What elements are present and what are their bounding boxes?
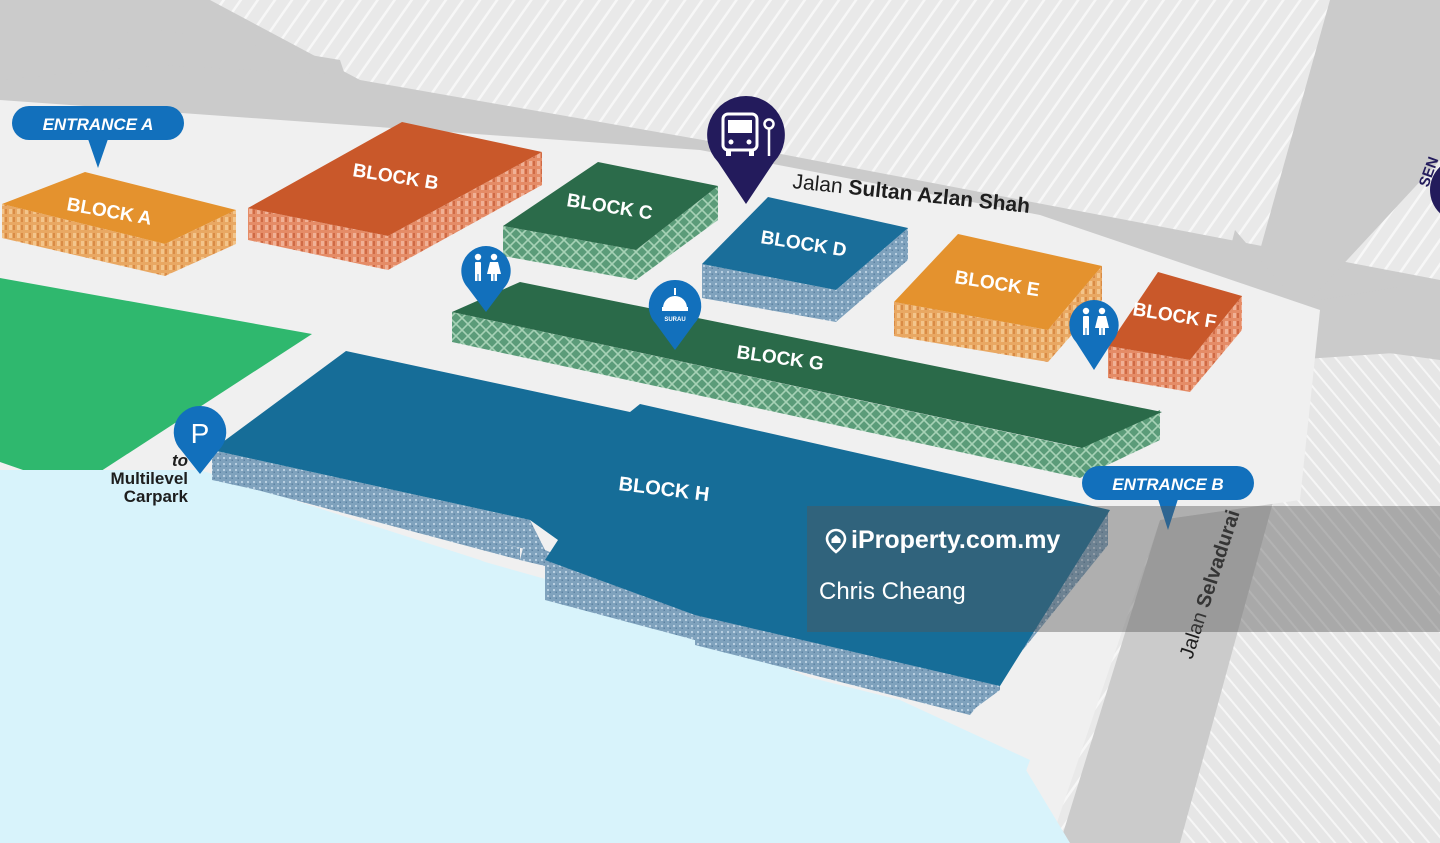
bus-stop-marker[interactable] xyxy=(707,96,785,204)
restroom-marker-west[interactable] xyxy=(461,246,511,312)
restroom-icon xyxy=(1082,307,1109,335)
edge-marker xyxy=(1430,166,1440,214)
road-label-prefix: Jalan xyxy=(791,170,843,198)
river-bank xyxy=(0,470,1030,843)
entrance-b-label: ENTRANCE B xyxy=(1112,475,1223,494)
carpark-line-2: Carpark xyxy=(124,487,189,506)
carpark-line-1: Multilevel xyxy=(111,469,188,488)
watermark-brand: iProperty.com.my xyxy=(825,526,1060,555)
watermark-brand-text: iProperty.com.my xyxy=(851,526,1061,554)
surau-label: SURAU xyxy=(664,317,685,323)
road-north-branch xyxy=(0,30,345,80)
block-a[interactable] xyxy=(2,172,236,276)
block-d[interactable] xyxy=(702,197,908,322)
land-texture-east xyxy=(1160,340,1440,843)
watermark-agent: Chris Cheang xyxy=(819,578,966,605)
block-b[interactable] xyxy=(248,122,542,270)
block-h[interactable] xyxy=(212,351,1110,715)
block-c[interactable] xyxy=(503,162,718,280)
carpark-to-label: to xyxy=(172,451,188,470)
block-f[interactable] xyxy=(1108,272,1242,392)
surau-marker[interactable]: SURAU xyxy=(648,279,702,350)
restroom-marker-east[interactable] xyxy=(1069,300,1119,370)
surau-icon xyxy=(662,288,688,311)
entrance-b-sign[interactable]: ENTRANCE B xyxy=(1082,466,1254,530)
entrance-a-sign[interactable]: ENTRANCE A xyxy=(12,106,184,168)
road-northeast xyxy=(1260,0,1440,300)
green-zone xyxy=(0,278,312,488)
entrance-a-label: ENTRANCE A xyxy=(43,115,154,134)
parking-icon: P xyxy=(191,418,210,449)
location-pin-icon xyxy=(825,528,847,554)
block-g[interactable] xyxy=(452,282,1162,478)
restroom-icon xyxy=(474,253,501,281)
watermark-banner: iProperty.com.my Chris Cheang xyxy=(807,506,1440,632)
bus-stop-icon xyxy=(721,112,775,156)
parking-marker[interactable]: P xyxy=(173,405,227,474)
road-east-junction xyxy=(1290,280,1440,360)
